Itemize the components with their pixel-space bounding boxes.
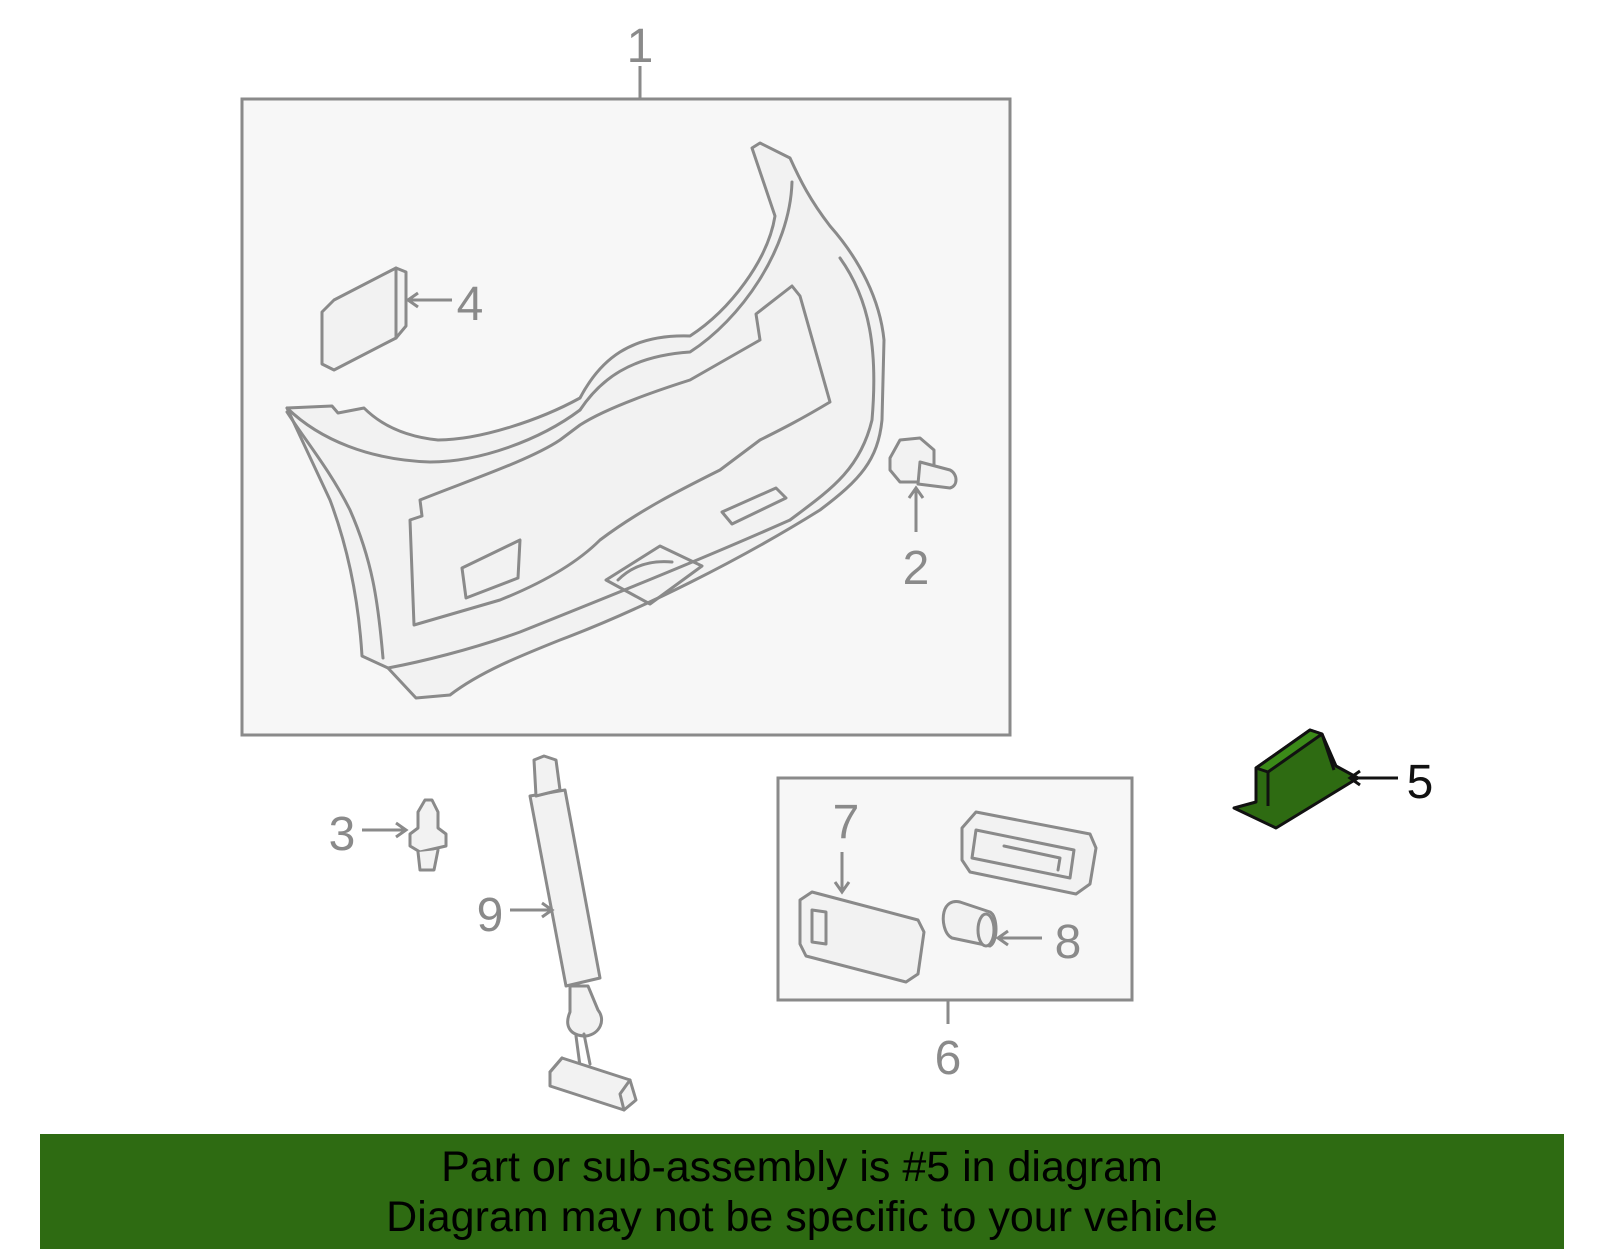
leader-2 (907, 485, 925, 532)
leader-9 (510, 901, 555, 919)
callout-7[interactable]: 7 (833, 796, 860, 849)
info-banner: Part or sub-assembly is #5 in diagram Di… (40, 1134, 1564, 1249)
access-cover-part-4[interactable] (320, 266, 408, 372)
bulb-part-8[interactable] (941, 900, 998, 948)
bracket-part-5[interactable] (1232, 728, 1360, 830)
leader-5 (1347, 769, 1398, 787)
push-clip-part-2[interactable] (888, 436, 958, 490)
callout-2[interactable]: 2 (903, 542, 930, 595)
callout-3[interactable]: 3 (329, 808, 356, 861)
callout-4[interactable]: 4 (457, 278, 484, 331)
callout-5[interactable]: 5 (1407, 756, 1434, 809)
leader-8 (995, 929, 1042, 947)
callout-1[interactable]: 1 (627, 20, 654, 73)
lens-part-7[interactable] (798, 890, 926, 984)
leader-4 (405, 291, 452, 309)
leader-3 (362, 821, 409, 839)
banner-line-2: Diagram may not be specific to your vehi… (386, 1192, 1218, 1241)
fastener-part-3[interactable] (408, 798, 448, 872)
leader-7 (833, 852, 851, 895)
lamp-assembly-part-9[interactable] (528, 754, 638, 1112)
banner-line-1: Part or sub-assembly is #5 in diagram (441, 1142, 1163, 1191)
callout-6[interactable]: 6 (935, 1032, 962, 1085)
callout-8[interactable]: 8 (1055, 916, 1082, 969)
callout-9[interactable]: 9 (477, 889, 504, 942)
lamp-housing[interactable] (960, 810, 1098, 896)
liftgate-trim-panel[interactable] (285, 141, 886, 700)
